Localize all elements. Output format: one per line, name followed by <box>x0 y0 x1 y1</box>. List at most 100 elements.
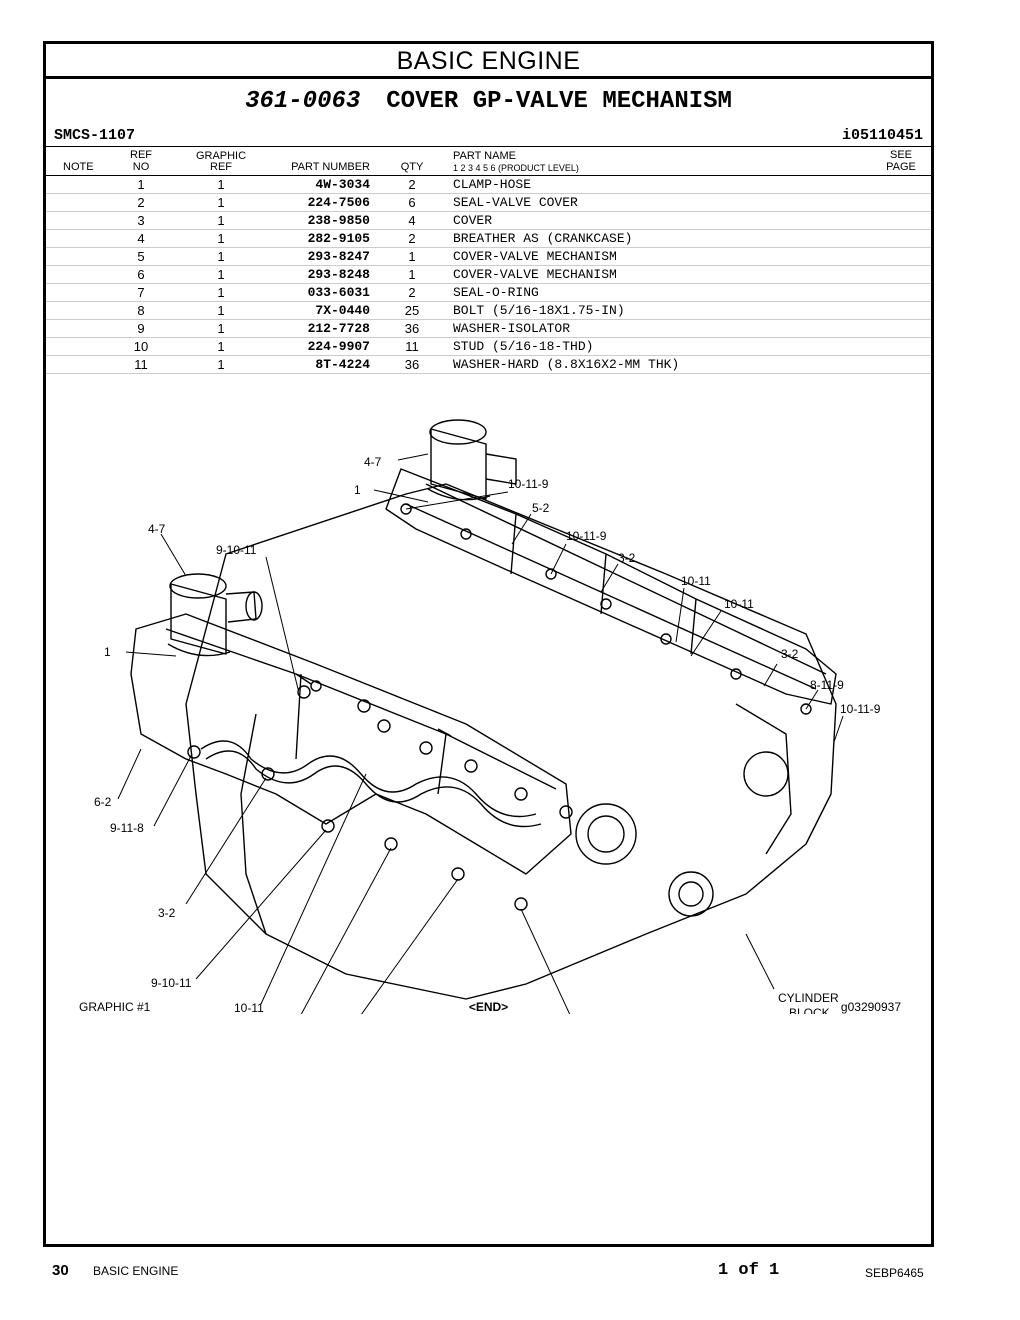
callout-9-10-11-b: 9-10-11 <box>151 976 192 990</box>
header-note: NOTE <box>63 161 94 173</box>
header-product-levels: 1 2 3 4 5 6 (PRODUCT LEVEL) <box>453 163 579 173</box>
row-graphic-ref: 1 <box>217 321 225 336</box>
callout-10-11-a: 10-11 <box>681 574 711 588</box>
row-graphic-ref: 1 <box>217 285 225 300</box>
callout-9-10-11-a: 9-10-11 <box>216 543 257 557</box>
callout-10-11-c: 10-11 <box>234 1001 264 1014</box>
row-ref: 5 <box>137 249 145 264</box>
row-part-number: 282-9105 <box>307 231 370 246</box>
end-marker: <END> <box>468 1000 509 1014</box>
row-part-name: CLAMP-HOSE <box>453 177 532 192</box>
header-see-2: PAGE <box>886 161 916 173</box>
row-graphic-ref: 1 <box>217 339 225 354</box>
smcs-code: SMCS-1107 <box>54 127 136 144</box>
row-qty: 36 <box>404 357 420 372</box>
row-graphic-ref: 1 <box>217 231 225 246</box>
row-graphic-ref: 1 <box>217 303 225 318</box>
table-row: 9 1 212-7728 36 WASHER-ISOLATOR <box>46 320 931 338</box>
group-number: 361-0063 <box>245 88 361 115</box>
row-graphic-ref: 1 <box>217 195 225 210</box>
callout-10-11-9-a: 10-11-9 <box>508 477 549 491</box>
header-see-1: SEE <box>889 149 912 161</box>
header-part-number: PART NUMBER <box>291 161 370 173</box>
row-graphic-ref: 1 <box>217 249 225 264</box>
row-graphic-ref: 1 <box>217 177 225 192</box>
parts-table: NOTE REF NO GRAPHIC REF PART NUMBER QTY … <box>46 146 931 374</box>
callout-3-2-c: 3-2 <box>158 906 176 920</box>
row-part-number: 4W-3034 <box>315 177 370 192</box>
callout-3-2-a: 3-2 <box>618 551 636 565</box>
row-qty: 36 <box>404 321 420 336</box>
table-row: 4 1 282-9105 2 BREATHER AS (CRANKCASE) <box>46 230 931 248</box>
header-part-name: PART NAME <box>453 150 516 162</box>
row-graphic-ref: 1 <box>217 267 225 282</box>
row-qty: 1 <box>408 267 416 282</box>
header-qty: QTY <box>400 161 424 173</box>
table-row: 3 1 238-9850 4 COVER <box>46 212 931 230</box>
row-part-number: 224-9907 <box>307 339 370 354</box>
row-part-name: SEAL-VALVE COVER <box>453 195 578 210</box>
row-qty: 11 <box>405 339 419 354</box>
row-graphic-ref: 1 <box>217 357 225 372</box>
header-graphic-2: REF <box>210 161 232 173</box>
graphic-id: g03290937 <box>840 1000 901 1014</box>
row-part-name: SEAL-O-RING <box>453 285 539 300</box>
header-graphic-1: GRAPHIC <box>195 150 247 162</box>
row-part-number: 8T-4224 <box>315 357 370 372</box>
group-name: COVER GP-VALVE MECHANISM <box>386 88 732 115</box>
callout-block: BLOCK <box>789 1006 830 1014</box>
illustration-id: i05110451 <box>841 127 923 144</box>
row-part-name: COVER-VALVE MECHANISM <box>453 267 617 282</box>
row-part-number: 238-9850 <box>307 213 370 228</box>
row-part-name: WASHER-HARD (8.8X16X2-MM THK) <box>453 357 680 372</box>
row-qty: 25 <box>404 303 420 318</box>
row-ref: 11 <box>134 357 148 372</box>
row-part-number: 224-7506 <box>307 195 370 210</box>
callout-10-11-9-c: 10-11-9 <box>840 702 881 716</box>
row-qty: 2 <box>408 231 416 246</box>
row-ref: 6 <box>137 267 145 282</box>
callout-1-front: 1 <box>104 645 111 659</box>
callout-9-11-8: 9-11-8 <box>110 821 144 835</box>
callout-8-11-9: 8-11-9 <box>810 678 844 692</box>
header-ref-2: NO <box>132 161 150 173</box>
row-part-number: 293-8248 <box>307 267 370 282</box>
row-graphic-ref: 1 <box>217 213 225 228</box>
callout-cylinder: CYLINDER <box>778 991 839 1005</box>
table-row: 5 1 293-8247 1 COVER-VALVE MECHANISM <box>46 248 931 266</box>
callout-3-2-b: 3-2 <box>781 647 799 661</box>
row-qty: 1 <box>408 249 416 264</box>
row-ref: 9 <box>137 321 145 336</box>
row-part-name: BREATHER AS (CRANKCASE) <box>453 231 633 246</box>
footer-pagination: 1 of 1 <box>718 1261 780 1280</box>
row-ref: 8 <box>137 303 145 318</box>
row-ref: 3 <box>137 213 145 228</box>
row-part-name: WASHER-ISOLATOR <box>453 321 571 336</box>
row-ref: 1 <box>137 177 145 192</box>
graphic-number: GRAPHIC #1 <box>79 1000 151 1014</box>
row-part-name: COVER <box>453 213 493 228</box>
row-qty: 6 <box>408 195 416 210</box>
callout-4-7-rear: 4-7 <box>364 455 382 469</box>
footer-publication: SEBP6465 <box>865 1266 924 1280</box>
row-ref: 2 <box>137 195 145 210</box>
group-title: 361-0063 COVER GP-VALVE MECHANISM <box>46 88 931 115</box>
callout-5-2: 5-2 <box>532 501 550 515</box>
row-part-name: COVER-VALVE MECHANISM <box>453 249 617 264</box>
row-qty: 4 <box>408 213 416 228</box>
row-part-number: 293-8247 <box>307 249 370 264</box>
row-ref: 4 <box>137 231 145 246</box>
row-part-number: 212-7728 <box>307 321 370 336</box>
callout-6-2: 6-2 <box>94 795 112 809</box>
row-part-number: 033-6031 <box>307 285 370 300</box>
table-row: 6 1 293-8248 1 COVER-VALVE MECHANISM <box>46 266 931 284</box>
footer-page-number: 30 <box>52 1262 69 1279</box>
callout-4-7-front: 4-7 <box>148 522 166 536</box>
